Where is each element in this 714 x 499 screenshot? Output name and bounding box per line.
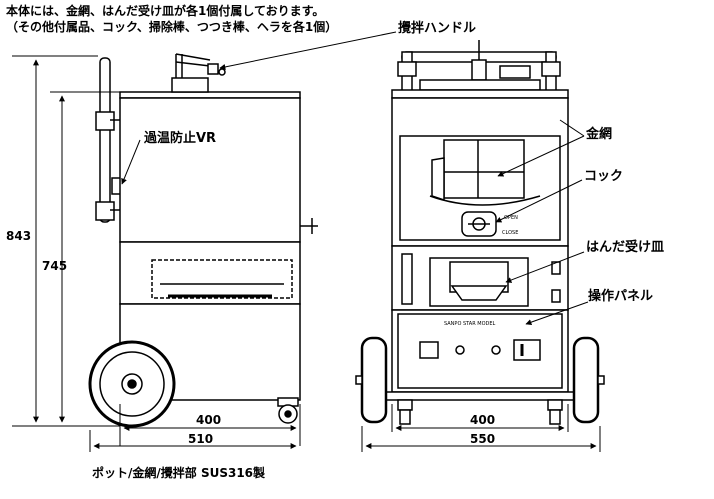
dim-text-400-right: 400 (470, 413, 495, 427)
front-base (385, 391, 575, 401)
leader-cock (495, 179, 583, 223)
front-pot-window (399, 135, 561, 241)
label-open: OPEN (504, 215, 518, 221)
front-wheel-left (355, 336, 388, 424)
panel-knob-1 (455, 345, 465, 355)
dim-text-550: 550 (470, 432, 495, 446)
front-dimensions (361, 404, 601, 452)
side-caster (277, 397, 299, 424)
side-view (88, 53, 318, 428)
header-note-line1: 本体には、金網、はんだ受け皿が各1個付属しております。 (6, 4, 325, 18)
label-wire-mesh: 金網 (585, 126, 612, 142)
front-caster-left (397, 399, 413, 425)
header-note-line2: （その他付属品、コック、掃除棒、つつき棒、ヘラを各1個） (6, 20, 338, 34)
label-solder-tray: はんだ受け皿 (586, 239, 664, 255)
leader-control-panel (525, 301, 589, 326)
front-caster-right (547, 399, 563, 425)
footer-material-note: ポット/金網/攪拌部 SUS316製 (92, 466, 266, 480)
dim-text-843: 843 (6, 229, 31, 243)
side-handle-bar (95, 57, 120, 223)
dim-text-745: 745 (42, 259, 67, 273)
leader-stir-handle (219, 31, 397, 70)
label-cock: コック (584, 169, 623, 184)
label-close: CLOSE (502, 230, 518, 236)
dim-text-400-left: 400 (196, 413, 221, 427)
leader-wire-mesh-2 (559, 119, 585, 137)
front-control-panel (397, 313, 563, 389)
label-control-panel: 操作パネル (588, 288, 653, 304)
side-stir-mechanism (119, 53, 301, 99)
panel-meter (419, 341, 439, 359)
leader-vr (121, 139, 141, 185)
panel-switch (513, 339, 541, 361)
front-wheel-right (572, 336, 605, 424)
leader-wire-mesh (497, 135, 585, 177)
front-cock (461, 211, 497, 237)
front-top-rim (391, 89, 569, 99)
label-panel-brand: SANPO STAR MODEL (444, 321, 496, 327)
front-handle-frame (397, 40, 561, 97)
front-view (355, 40, 605, 425)
side-solder-tray (151, 259, 293, 299)
label-overheat-vr: 過温防止VR (143, 130, 216, 146)
side-upper-body (119, 97, 301, 243)
dim-text-510: 510 (188, 432, 213, 446)
leader-solder-tray (505, 251, 585, 283)
front-leaders (495, 119, 589, 326)
label-stir-handle: 攪拌ハンドル (398, 20, 476, 36)
side-wheel (88, 340, 176, 428)
side-dimensions (12, 31, 397, 452)
panel-knob-2 (491, 345, 501, 355)
